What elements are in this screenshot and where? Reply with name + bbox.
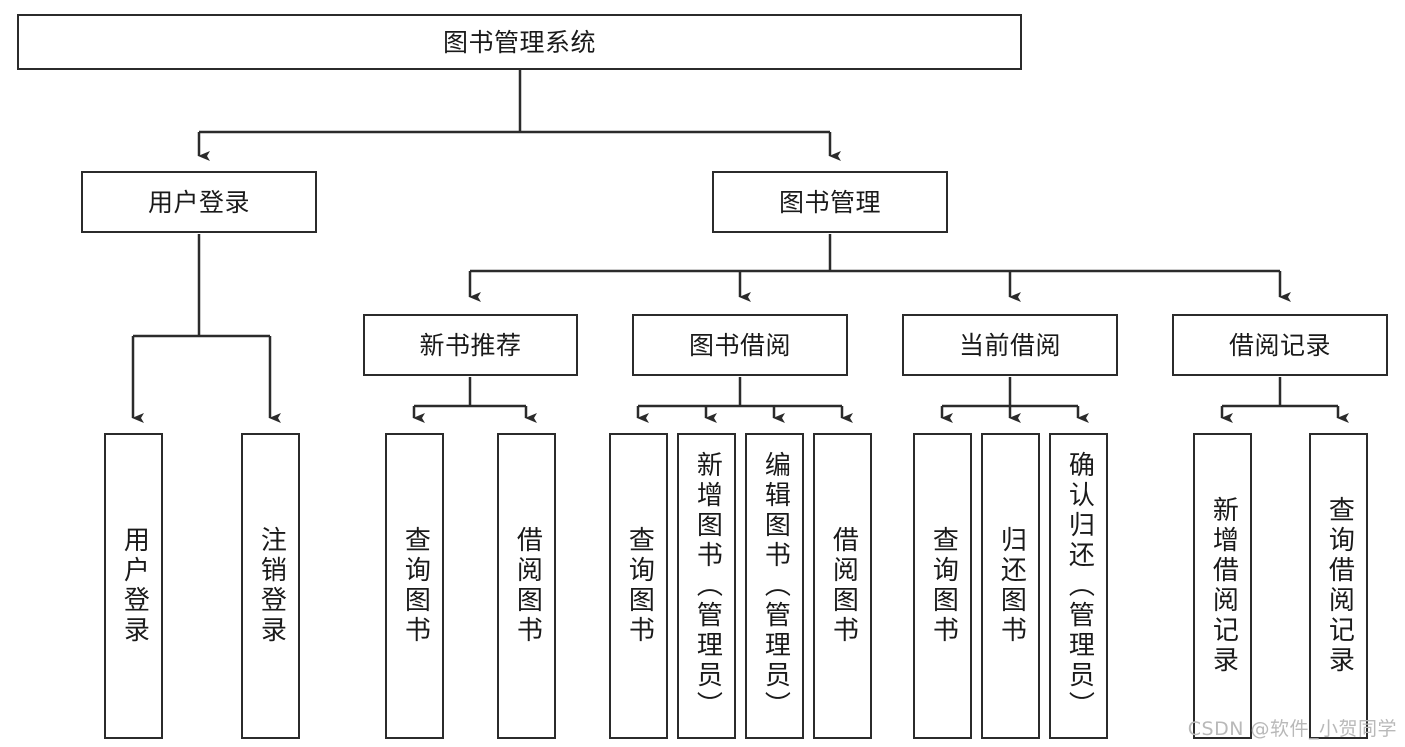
node-current-borrowing[interactable]: 当前借阅	[902, 314, 1118, 376]
node-label: 注销登录	[256, 526, 287, 646]
leaf-confirm-return-admin[interactable]: 确认归还（管理员）	[1049, 433, 1108, 739]
node-label: 查询图书	[400, 526, 431, 646]
node-label: 用户登录	[147, 187, 250, 217]
node-label: 查询借阅记录	[1324, 496, 1355, 676]
leaf-query-book-borrowing[interactable]: 查询图书	[609, 433, 668, 739]
node-root-book-management-system[interactable]: 图书管理系统	[17, 14, 1022, 70]
node-user-login[interactable]: 用户登录	[81, 171, 317, 233]
csdn-watermark: CSDN @软件_小贺同学	[1187, 718, 1397, 740]
leaf-edit-book-admin[interactable]: 编辑图书（管理员）	[745, 433, 804, 739]
node-book-management[interactable]: 图书管理	[712, 171, 948, 233]
leaf-query-borrowing-record[interactable]: 查询借阅记录	[1309, 433, 1368, 739]
node-label: 编辑图书（管理员）	[760, 451, 791, 721]
node-label: 图书管理系统	[442, 27, 596, 57]
node-label: 借阅图书	[512, 526, 543, 646]
leaf-return-book[interactable]: 归还图书	[981, 433, 1040, 739]
node-label: 新增图书（管理员）	[692, 451, 723, 721]
leaf-add-book-admin[interactable]: 新增图书（管理员）	[677, 433, 736, 739]
node-label: 确认归还（管理员）	[1064, 451, 1095, 721]
node-label: 用户登录	[119, 526, 150, 646]
node-label: 新书推荐	[419, 330, 522, 360]
node-label: 图书借阅	[688, 330, 791, 360]
node-label: 借阅记录	[1228, 330, 1331, 360]
node-label: 图书管理	[778, 187, 881, 217]
leaf-user-logout[interactable]: 注销登录	[241, 433, 300, 739]
node-label: 查询图书	[624, 526, 655, 646]
leaf-query-book-recommendation[interactable]: 查询图书	[385, 433, 444, 739]
node-borrowing-record[interactable]: 借阅记录	[1172, 314, 1388, 376]
leaf-query-book-current[interactable]: 查询图书	[913, 433, 972, 739]
node-label: 新增借阅记录	[1208, 496, 1239, 676]
leaf-add-borrowing-record[interactable]: 新增借阅记录	[1193, 433, 1252, 739]
node-book-borrowing[interactable]: 图书借阅	[632, 314, 848, 376]
leaf-user-login[interactable]: 用户登录	[104, 433, 163, 739]
node-label: 归还图书	[996, 526, 1027, 646]
node-new-book-recommendation[interactable]: 新书推荐	[363, 314, 578, 376]
leaf-borrow-book-recommendation[interactable]: 借阅图书	[497, 433, 556, 739]
node-label: 当前借阅	[958, 330, 1061, 360]
leaf-borrow-book[interactable]: 借阅图书	[813, 433, 872, 739]
node-label: 查询图书	[928, 526, 959, 646]
node-label: 借阅图书	[828, 526, 859, 646]
